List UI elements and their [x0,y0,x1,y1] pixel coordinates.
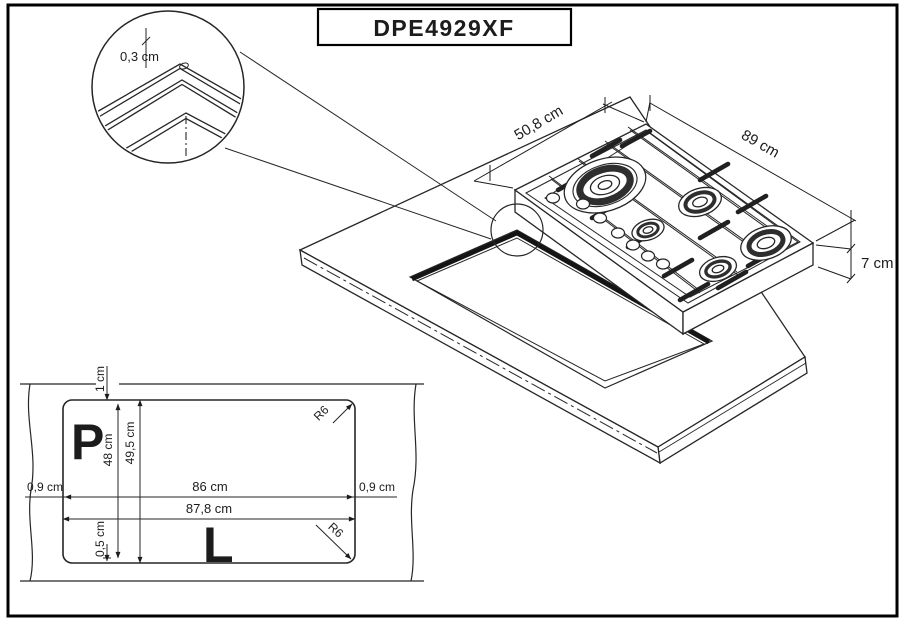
width-letter: L [203,517,234,573]
inner-width-label: 86 cm [192,479,227,494]
hob-isometric [513,123,815,336]
bottom-clearance-label: 0,5 cm [93,521,107,557]
break-line-right [410,383,417,582]
burner-front [698,255,738,283]
iso-dimensions [473,95,857,284]
plan-dimension-lines [25,366,397,564]
burner-right-large [740,225,792,261]
cutout-width-label: 87,8 cm [186,501,232,516]
cutout-plan-view [20,366,424,582]
control-knobs [545,192,671,270]
right-clearance-label: 0,9 cm [359,480,395,494]
model-number: DPE4929XF [373,15,514,41]
inner-depth-label: 48 cm [101,434,115,467]
break-line-left [27,383,34,582]
detail-callout [91,10,544,257]
top-clearance-label: 1 cm [93,366,107,392]
cutout-outline [62,399,356,564]
height-dimension-label: 7 cm [861,255,894,272]
detail-circle [91,10,245,164]
title-block: DPE4929XF [316,7,573,47]
left-clearance-label: 0,9 cm [27,480,63,494]
cutout-depth-label: 49,5 cm [123,422,137,465]
burner-small [631,218,665,242]
burner-mid [678,186,722,218]
depth-letter: P [71,414,104,470]
worktop-edge-centerline [303,257,658,454]
gap-dimension-label: 0,3 cm [120,49,159,64]
cutout-corner-marker-circle [490,203,544,257]
